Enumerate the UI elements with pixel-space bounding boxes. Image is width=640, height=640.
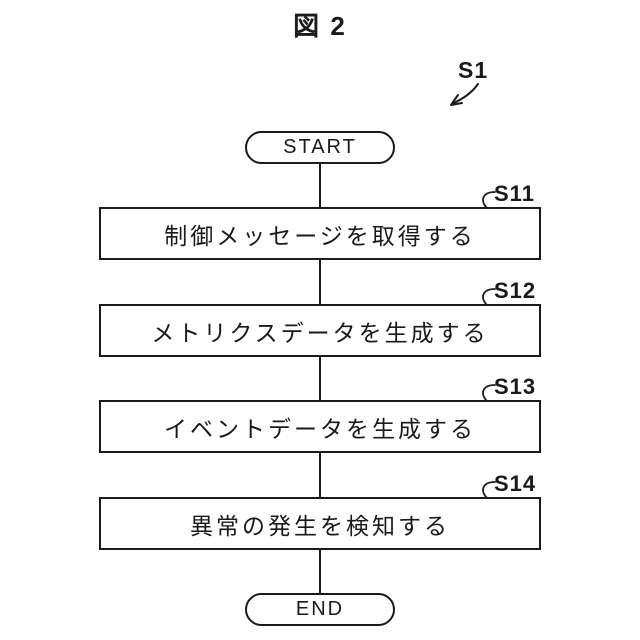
curved-leader-arrow-icon	[450, 83, 479, 106]
step-box-s13: イベントデータを生成する	[99, 400, 541, 453]
connector-start-to-s11	[319, 162, 321, 208]
diagram-reference-label: S1	[458, 57, 489, 83]
step-box-s11: 制御メッセージを取得する	[99, 207, 541, 260]
step-text-s11: 制御メッセージを取得する	[164, 222, 476, 249]
terminal-start: START	[245, 131, 395, 164]
step-text-s14: 異常の発生を検知する	[190, 512, 450, 539]
step-text-s13: イベントデータを生成する	[164, 415, 476, 442]
terminal-end: END	[245, 593, 395, 626]
step-ref-label-s12: S12	[494, 278, 537, 303]
end-label: END	[295, 598, 345, 620]
label-leader-curl-s14	[482, 481, 496, 499]
connector-s12-to-s13	[319, 355, 321, 401]
label-leader-curl-s13	[482, 384, 496, 402]
connector-s11-to-s12	[319, 258, 321, 305]
step-box-s14: 異常の発生を検知する	[99, 497, 541, 550]
step-ref-label-s11: S11	[494, 181, 535, 206]
figure-title: 図 2	[293, 11, 347, 41]
label-leader-curl-s11	[482, 191, 496, 209]
connector-s14-to-end	[319, 548, 321, 594]
step-box-s12: メトリクスデータを生成する	[99, 304, 541, 357]
step-ref-label-s14: S14	[494, 471, 537, 496]
step-ref-label-s13: S13	[494, 374, 537, 399]
step-text-s12: メトリクスデータを生成する	[151, 319, 489, 346]
start-label: START	[283, 136, 357, 158]
connector-s13-to-s14	[319, 451, 321, 498]
label-leader-curl-s12	[482, 288, 496, 306]
